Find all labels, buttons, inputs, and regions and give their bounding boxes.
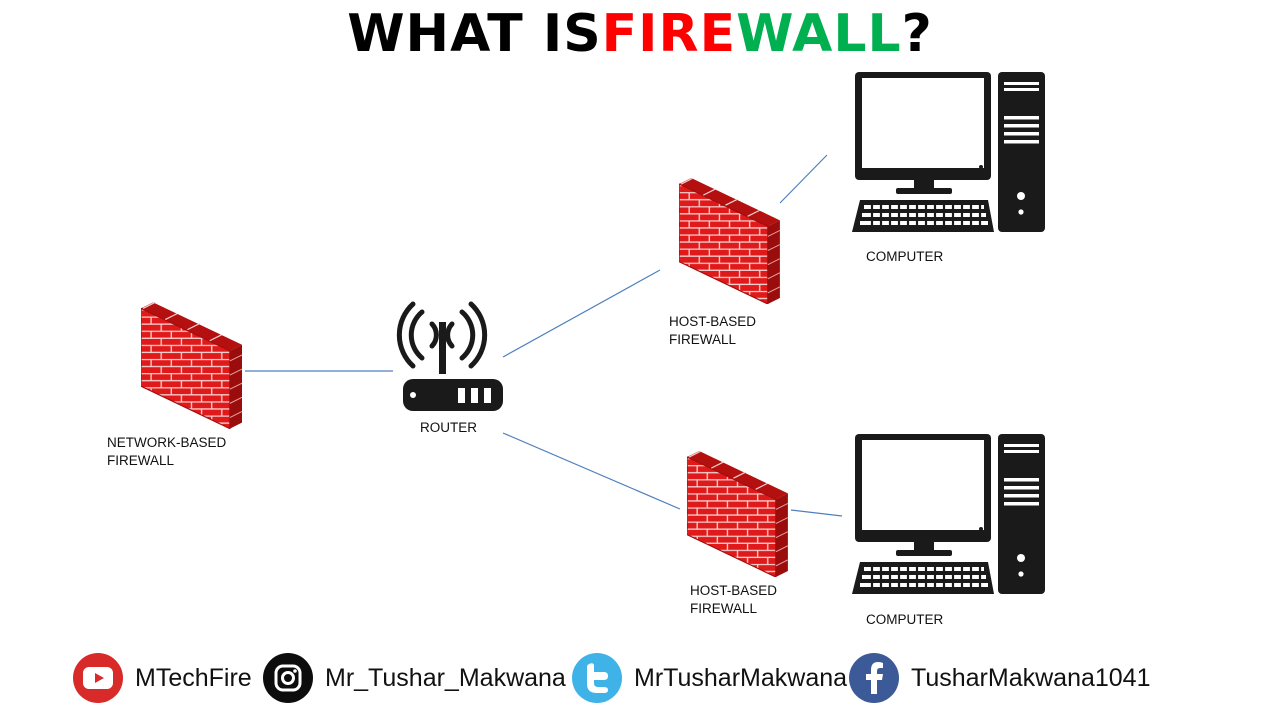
host-firewall-top-wall-icon bbox=[679, 178, 780, 304]
twitter-icon bbox=[572, 653, 622, 703]
host-firewall-bottom-wall-icon bbox=[687, 451, 788, 577]
instagram-icon bbox=[263, 653, 313, 703]
router-label: ROUTER bbox=[420, 420, 477, 435]
title-question: ? bbox=[901, 4, 933, 64]
facebook-handle: TusharMakwana1041 bbox=[911, 663, 1151, 692]
twitter-handle: MrTusharMakwana bbox=[634, 663, 848, 692]
wireless-router-icon bbox=[396, 301, 503, 411]
social-facebook[interactable]: TusharMakwana1041 bbox=[849, 651, 1151, 705]
link-router-host-firewall-bottom bbox=[502, 432, 681, 510]
link-host-firewall-top-computer bbox=[779, 154, 828, 204]
computer-bottom-label: COMPUTER bbox=[866, 612, 944, 627]
page-title: WHAT IS FIREWALL ? bbox=[0, 6, 1280, 62]
social-twitter[interactable]: MrTusharMakwana bbox=[572, 651, 847, 705]
network-firewall-label: NETWORK-BASED FIREWALL bbox=[107, 435, 227, 468]
instagram-handle: Mr_Tushar_Makwana bbox=[325, 663, 566, 692]
title-what-is: WHAT IS bbox=[347, 4, 602, 64]
youtube-icon bbox=[73, 653, 123, 703]
network-firewall-wall-icon bbox=[141, 302, 242, 429]
link-router-host-firewall-top bbox=[502, 269, 661, 358]
youtube-handle: MTechFire bbox=[135, 663, 252, 692]
link-host-firewall-bottom-computer bbox=[790, 509, 843, 517]
host-firewall-bottom-label: HOST-BASED FIREWALL bbox=[690, 583, 778, 616]
computer-top-label: COMPUTER bbox=[866, 249, 944, 264]
facebook-icon bbox=[849, 653, 899, 703]
social-instagram[interactable]: Mr_Tushar_Makwana bbox=[263, 651, 566, 705]
title-fire: FIRE bbox=[601, 4, 737, 64]
computer-top-desktop-icon bbox=[850, 72, 1047, 234]
computer-bottom-desktop-icon bbox=[850, 434, 1047, 596]
title-wall: WALL bbox=[736, 4, 902, 64]
social-youtube[interactable]: MTechFire bbox=[73, 651, 252, 705]
host-firewall-top-label: HOST-BASED FIREWALL bbox=[669, 314, 757, 347]
